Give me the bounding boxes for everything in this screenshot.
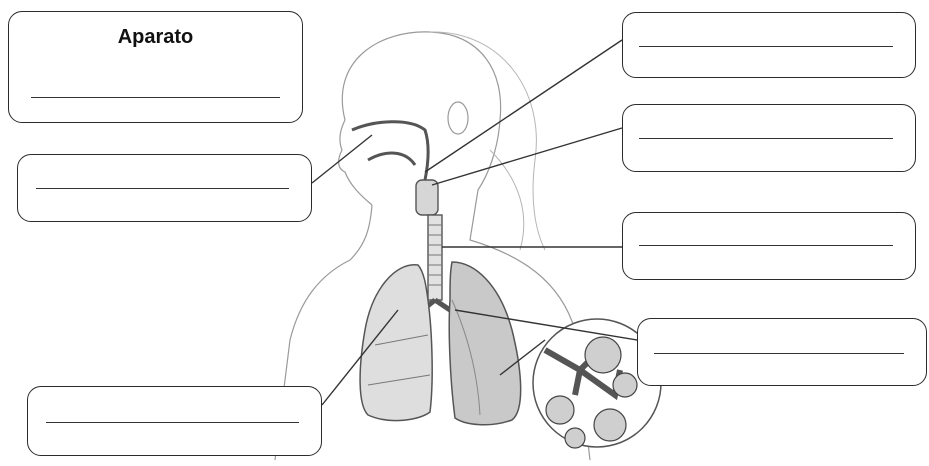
label-box-nose (17, 154, 312, 222)
alveoli-answer-line[interactable] (654, 353, 904, 354)
face-outline (339, 120, 372, 205)
larynx-shape (416, 180, 438, 215)
lung-right-shape (449, 262, 520, 425)
label-box-trachea (622, 212, 916, 280)
larynx-answer-line[interactable] (639, 138, 893, 139)
title-box: Aparato (8, 11, 303, 123)
ear (448, 102, 468, 134)
hair-outline (430, 32, 545, 250)
lungs-answer-line[interactable] (46, 422, 299, 423)
nasal-cavity (352, 122, 428, 180)
label-box-alveoli (637, 318, 927, 386)
label-box-larynx (622, 104, 916, 172)
label-box-lungs (27, 386, 322, 456)
title-text: Aparato (9, 26, 302, 49)
nose-answer-line[interactable] (36, 188, 289, 189)
trachea-shape (428, 215, 442, 300)
title-answer-line[interactable] (31, 97, 280, 98)
oral-cavity (368, 153, 415, 165)
trachea-answer-line[interactable] (639, 245, 893, 246)
label-box-pharynx (622, 12, 916, 78)
lung-left-shape (360, 265, 432, 421)
pharynx-answer-line[interactable] (639, 46, 893, 47)
